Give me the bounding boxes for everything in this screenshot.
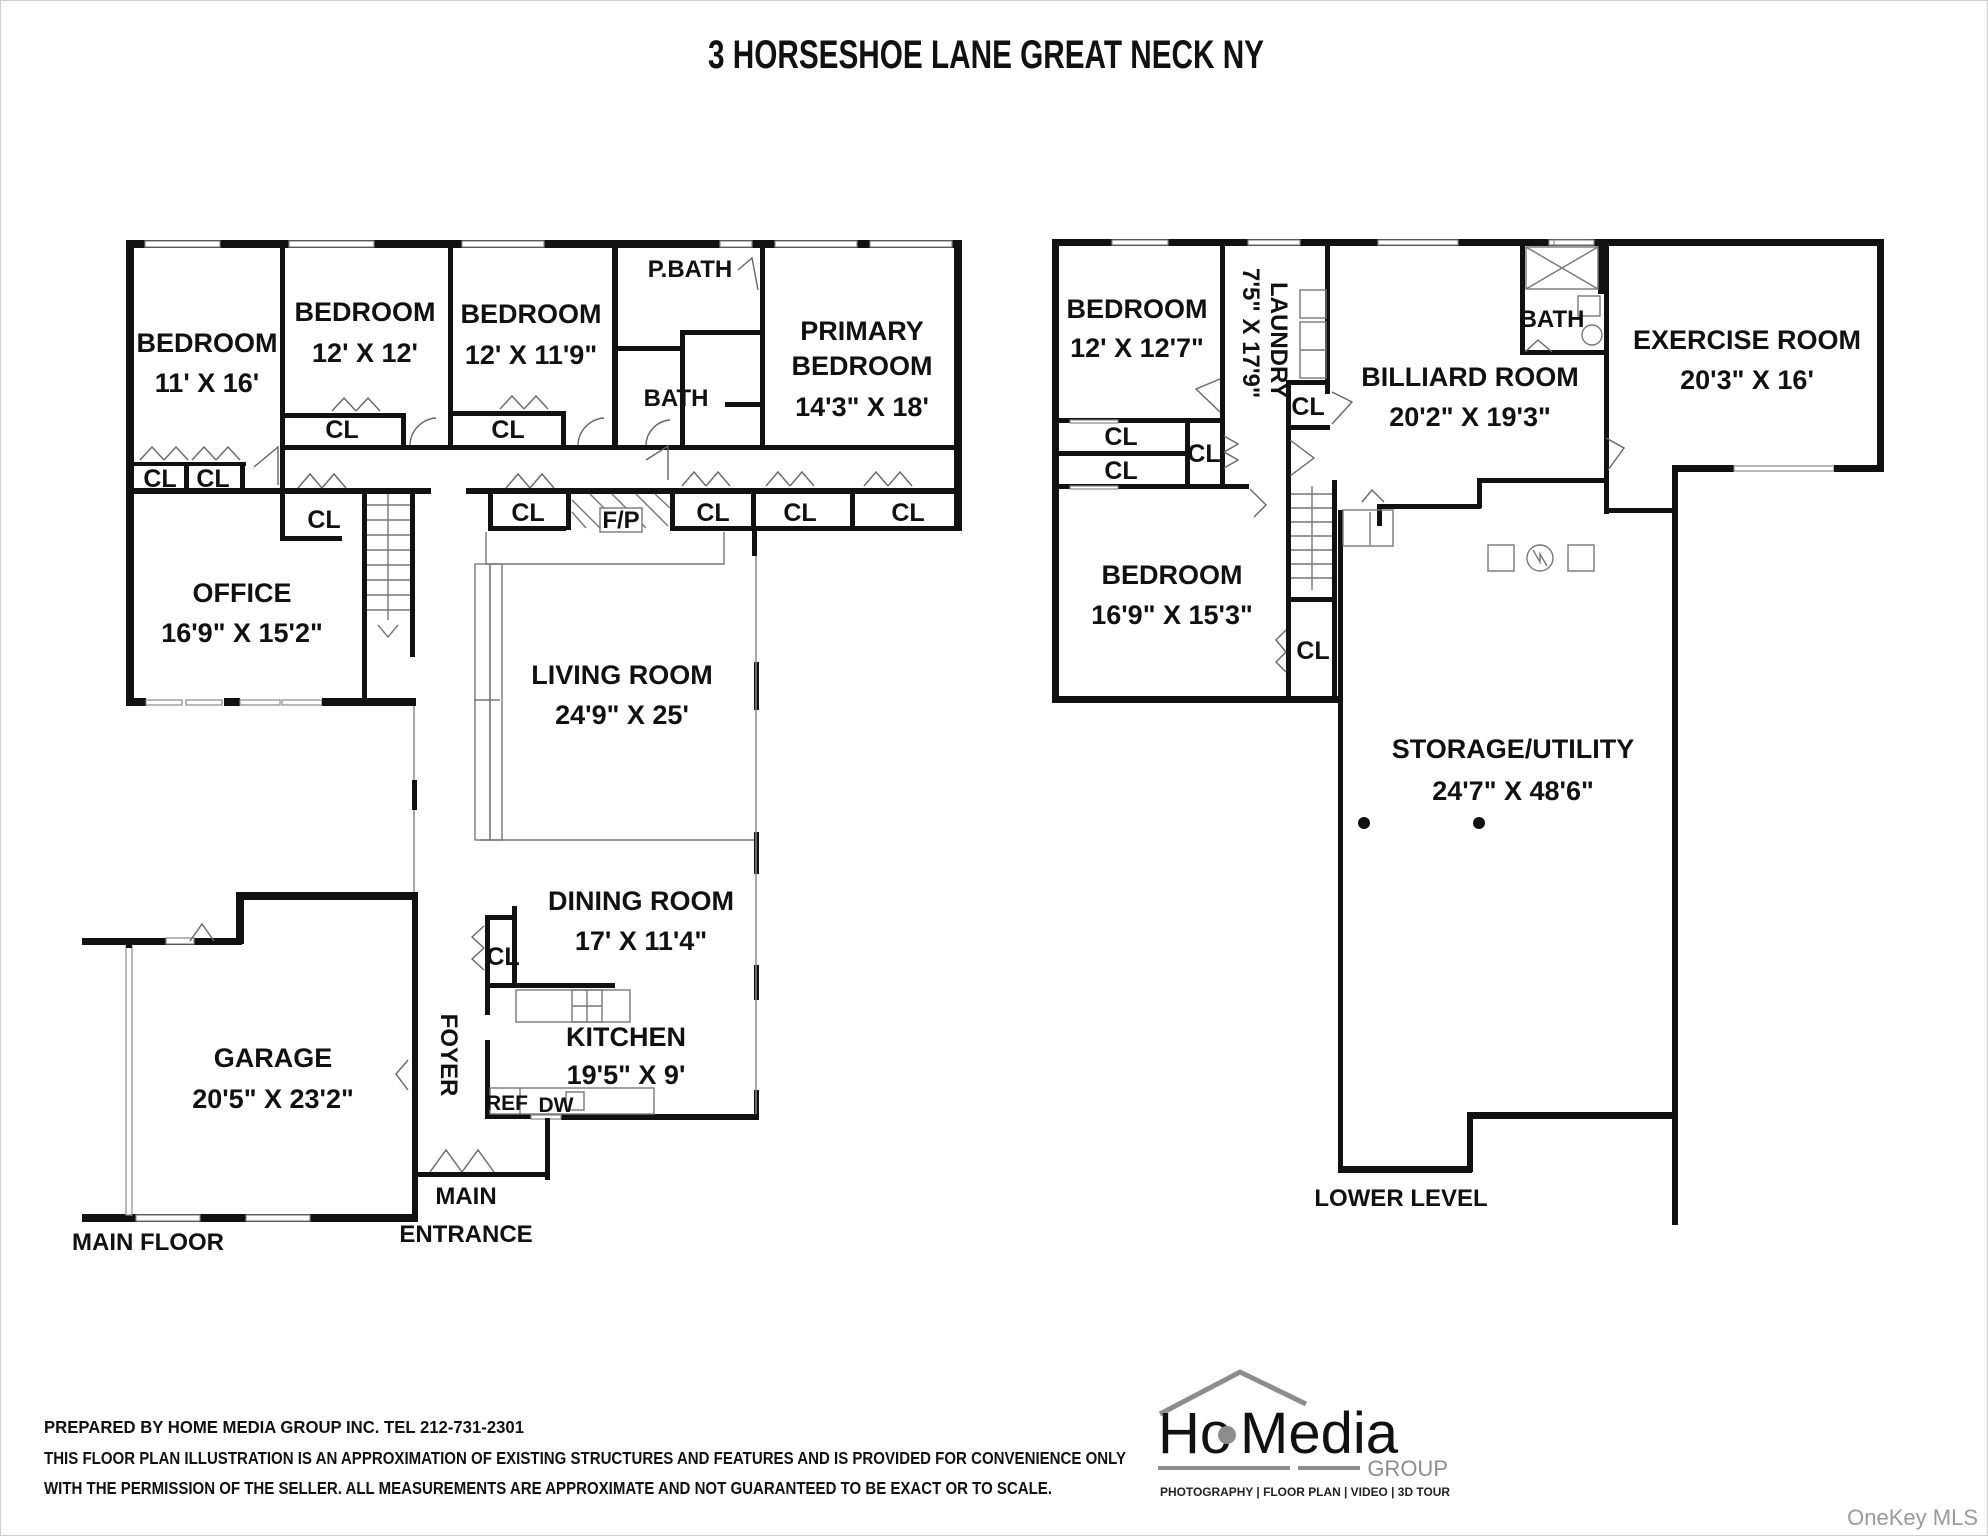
closet-label: CL — [196, 465, 229, 493]
room-exercise-dims: 20'3" X 16' — [1680, 365, 1814, 395]
closet-label: CL — [1296, 637, 1329, 665]
room-office-name: OFFICE — [193, 578, 292, 608]
logo-tagline: PHOTOGRAPHY | FLOOR PLAN | VIDEO | 3D TO… — [1160, 1487, 1451, 1499]
room-living-name: LIVING ROOM — [531, 660, 713, 690]
camera-aperture-icon — [1218, 1426, 1236, 1444]
room-living-dims: 24'9" X 25' — [555, 700, 689, 730]
room-bedroom-2-dims: 12' X 12' — [312, 338, 418, 368]
room-dining-dims: 17' X 11'4" — [575, 926, 707, 956]
closet-label: CL — [511, 499, 544, 527]
room-ll-bedroom-1-name: BEDROOM — [1067, 294, 1208, 324]
main-floor-walls — [82, 240, 962, 1222]
room-bedroom-1-dims: 11' X 16' — [155, 368, 259, 398]
lower-level-doors — [1194, 339, 1626, 673]
room-ll-bedroom-1-dims: 12' X 12'7" — [1070, 333, 1204, 363]
main-entrance-label-2: ENTRANCE — [399, 1221, 532, 1248]
closet-label: CL — [143, 465, 176, 493]
room-ll-bath-name: BATH — [1520, 306, 1585, 333]
mls-watermark: OneKey MLS — [1847, 1505, 1978, 1530]
plan-title: 3 HORSESHOE LANE GREAT NECK NY — [708, 33, 1264, 77]
lower-level-label: LOWER LEVEL — [1314, 1185, 1487, 1212]
room-pbath-name: P.BATH — [648, 256, 732, 283]
room-primary-bedroom-line1: PRIMARY — [800, 316, 924, 346]
closet-label: CL — [891, 499, 924, 527]
room-bedroom-3-name: BEDROOM — [461, 299, 602, 329]
room-foyer-name: FOYER — [435, 1014, 462, 1097]
room-billiard-name: BILLIARD ROOM — [1361, 362, 1578, 392]
room-bedroom-2-name: BEDROOM — [295, 297, 436, 327]
main-floor-labels: BEDROOM 11' X 16' BEDROOM 12' X 12' BEDR… — [72, 256, 932, 1256]
room-garage-name: GARAGE — [214, 1043, 333, 1073]
room-bedroom-1-name: BEDROOM — [137, 328, 278, 358]
closet-label: CL — [696, 499, 729, 527]
room-bath-name: BATH — [644, 385, 709, 412]
room-storage-name: STORAGE/UTILITY — [1392, 734, 1635, 764]
closet-label: CL — [1104, 457, 1137, 485]
closet-label: CL — [1104, 423, 1137, 451]
room-primary-bedroom-line2: BEDROOM — [792, 351, 933, 381]
disclaimer-line-2: WITH THE PERMISSION OF THE SELLER. ALL M… — [44, 1478, 1052, 1498]
room-garage-dims: 20'5" X 23'2" — [192, 1084, 354, 1114]
closet-label: CL — [783, 499, 816, 527]
closet-label: CL — [325, 416, 358, 444]
room-kitchen-dims: 19'5" X 9' — [567, 1060, 686, 1090]
room-exercise-name: EXERCISE ROOM — [1633, 325, 1861, 355]
lower-level-labels: BEDROOM 12' X 12'7" LAUNDRY 7'5" X 17'9"… — [1067, 268, 1862, 1212]
refrigerator-label: REF — [486, 1092, 528, 1115]
room-ll-bedroom-2-dims: 16'9" X 15'3" — [1091, 600, 1253, 630]
room-dining-name: DINING ROOM — [548, 886, 734, 916]
main-entrance-label-1: MAIN — [435, 1183, 496, 1210]
room-storage-dims: 24'7" X 48'6" — [1432, 776, 1594, 806]
main-floor-label: MAIN FLOOR — [72, 1229, 224, 1256]
fireplace-label: F/P — [602, 507, 639, 534]
logo-media: Media — [1240, 1401, 1399, 1466]
closet-label: CL — [1187, 440, 1220, 468]
lower-level-walls — [1052, 239, 1884, 1225]
closet-label: CL — [491, 416, 524, 444]
logo-group: GROUP — [1367, 1456, 1448, 1481]
closet-label: CL — [486, 943, 519, 971]
room-bedroom-3-dims: 12' X 11'9" — [465, 340, 597, 370]
room-ll-bedroom-2-name: BEDROOM — [1102, 560, 1243, 590]
footer: PREPARED BY HOME MEDIA GROUP INC. TEL 21… — [44, 1417, 1126, 1498]
room-laundry-dims: 7'5" X 17'9" — [1237, 268, 1264, 398]
prepared-by: PREPARED BY HOME MEDIA GROUP INC. TEL 21… — [44, 1417, 524, 1437]
dishwasher-label: DW — [539, 1094, 574, 1117]
room-office-dims: 16'9" X 15'2" — [161, 618, 323, 648]
room-laundry-name: LAUNDRY — [1265, 282, 1292, 398]
room-primary-bedroom-dims: 14'3" X 18' — [795, 392, 929, 422]
closet-label: CL — [307, 506, 340, 534]
main-floor-doors — [139, 256, 913, 1173]
room-billiard-dims: 20'2" X 19'3" — [1389, 402, 1551, 432]
disclaimer-line-1: THIS FLOOR PLAN ILLUSTRATION IS AN APPRO… — [44, 1448, 1126, 1468]
closet-label: CL — [1291, 393, 1324, 421]
homedia-logo: Ho Media GROUP PHOTOGRAPHY | FLOOR PLAN … — [1158, 1369, 1451, 1499]
room-kitchen-name: KITCHEN — [566, 1022, 686, 1052]
